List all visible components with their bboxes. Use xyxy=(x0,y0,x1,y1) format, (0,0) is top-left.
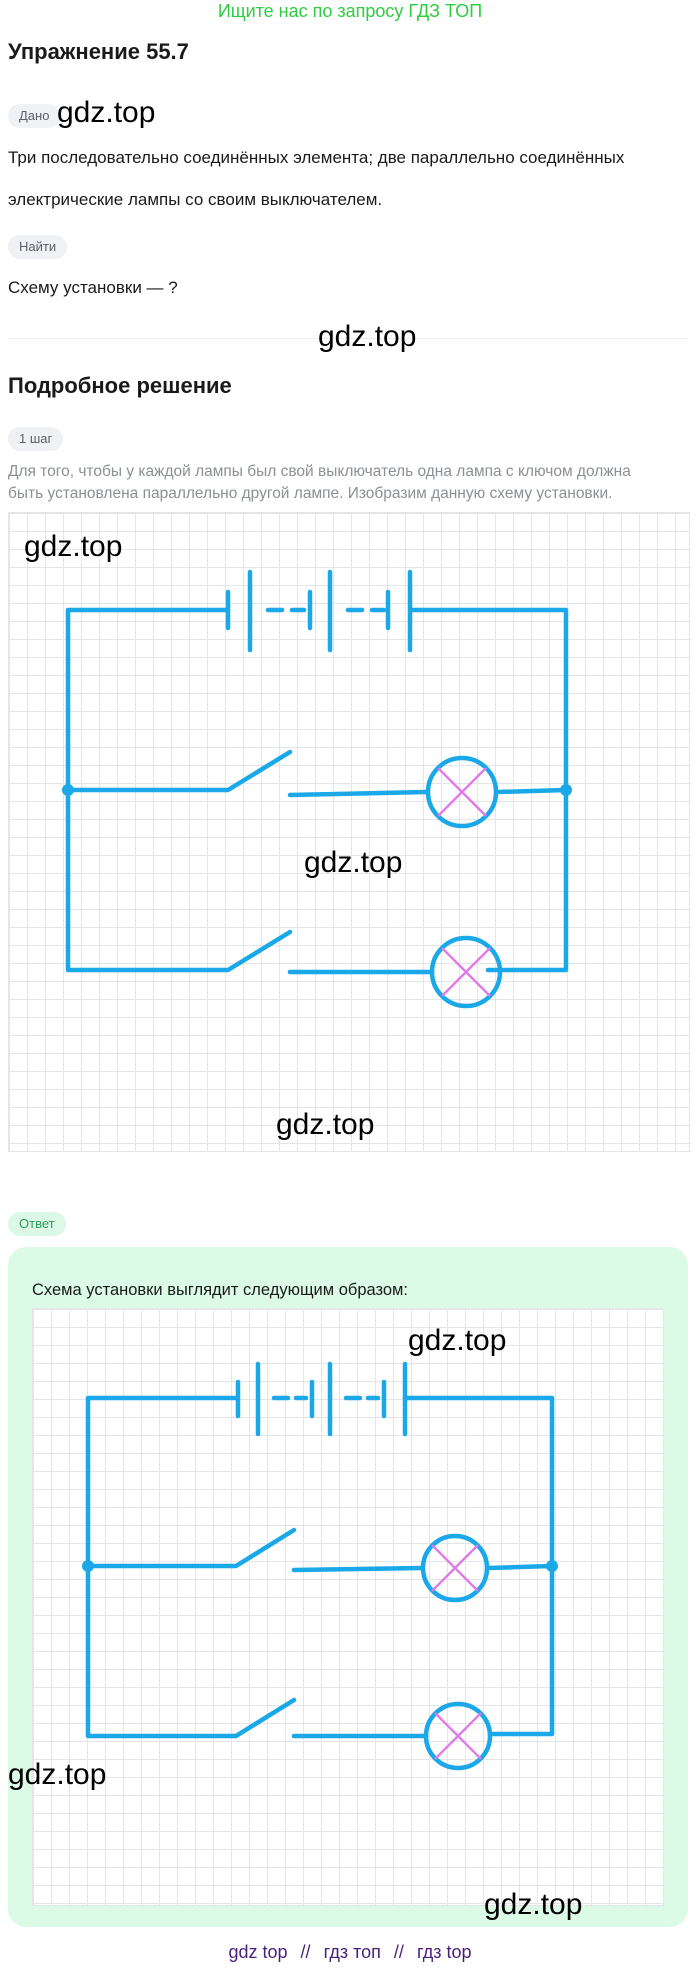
lamp-icon xyxy=(425,755,499,829)
watermark: gdz.top xyxy=(8,1758,107,1791)
watermark: gdz.top xyxy=(408,1324,507,1357)
top-banner[interactable]: Ищите нас по запросу ГДЗ ТОП xyxy=(217,1,483,21)
solution-diagram-grid xyxy=(8,512,690,1152)
answer-chip: Ответ xyxy=(8,1212,66,1236)
footer-separator: // xyxy=(393,1942,404,1962)
answer-text: Схема установки выглядит следующим образ… xyxy=(32,1281,408,1299)
watermark: gdz.top xyxy=(276,1108,375,1141)
watermark: gdz.top xyxy=(57,96,156,129)
branch1-wire xyxy=(65,749,293,793)
junction-dot xyxy=(560,784,572,796)
exercise-title: Упражнение 55.7 xyxy=(8,39,189,64)
given-text: Три последовательно соединённых элемента… xyxy=(8,142,698,216)
branch1-wire xyxy=(291,1565,425,1573)
junction-dot xyxy=(82,1560,94,1572)
footer-links: gdz top // гдз топ // гдз top xyxy=(0,1940,700,1964)
watermark: gdz.top xyxy=(484,1888,583,1921)
lamp-icon xyxy=(429,935,503,1009)
find-text: Схему установки — ? xyxy=(8,278,178,297)
branch1-wire xyxy=(495,787,569,795)
branch2-wire xyxy=(233,1697,297,1739)
find-chip: Найти xyxy=(8,235,68,259)
given-text-line-1: Три последовательно соединённых элемента… xyxy=(8,148,625,167)
footer-separator: // xyxy=(300,1942,311,1962)
footer-link[interactable]: gdz top xyxy=(228,1942,288,1962)
junction-dot xyxy=(62,784,74,796)
step-chip: 1 шаг xyxy=(8,427,64,451)
answer-diagram-grid xyxy=(32,1308,664,1906)
given-text-line-2: электрические лампы со своим выключателе… xyxy=(8,190,383,209)
branch1-wire xyxy=(85,1527,297,1569)
watermark: gdz.top xyxy=(304,846,403,879)
junction-dot xyxy=(546,1560,558,1572)
branch2-wire xyxy=(225,929,293,973)
step-text-line-2: быть установлена параллельно другой ламп… xyxy=(8,485,613,502)
branch1-wire xyxy=(485,1563,555,1571)
footer-link[interactable]: гдз top xyxy=(416,1942,472,1962)
divider xyxy=(8,338,688,339)
lamp-icon xyxy=(420,1533,490,1603)
branch1-wire xyxy=(287,789,429,798)
given-chip: Дано xyxy=(8,104,61,128)
watermark: gdz.top xyxy=(318,320,417,353)
watermark: gdz.top xyxy=(24,530,123,563)
step-text-line-1: Для того, чтобы у каждой лампы был свой … xyxy=(8,463,631,480)
solution-title: Подробное решение xyxy=(8,373,232,398)
step-text: Для того, чтобы у каждой лампы был свой … xyxy=(8,461,698,505)
footer-link[interactable]: гдз топ xyxy=(323,1942,381,1962)
lamp-icon xyxy=(423,1701,493,1771)
